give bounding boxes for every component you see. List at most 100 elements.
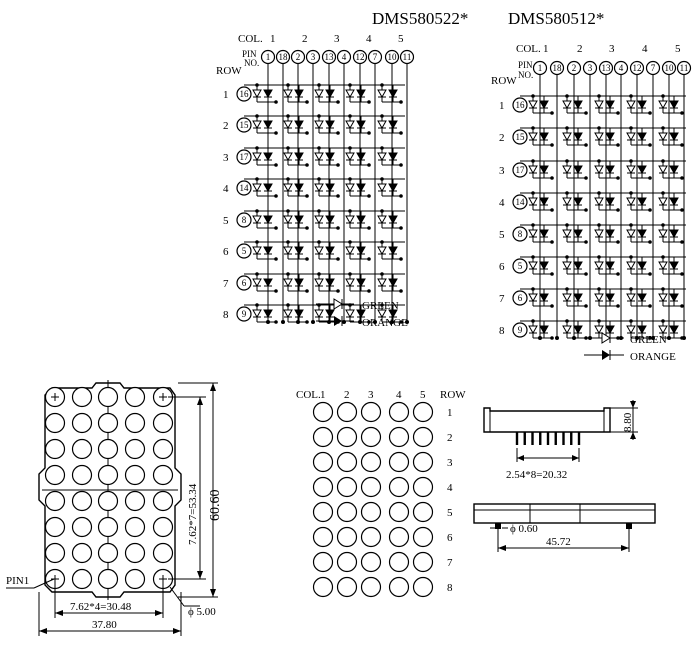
col-pitch-dimension: 7.62*4=30.48: [70, 601, 132, 613]
orange-led-diode: [539, 165, 549, 175]
green-led-diode: [528, 229, 538, 239]
orange-led-diode: [637, 165, 647, 175]
front-led: [152, 542, 174, 564]
orange-led-diode: [388, 246, 398, 256]
col-number: 3: [334, 33, 340, 45]
orange-led-diode: [388, 183, 398, 193]
junction-dot: [367, 289, 371, 293]
orange-led-diode: [605, 165, 615, 175]
model-left-title: DMS580522*: [372, 9, 468, 28]
side-pin: [570, 432, 573, 445]
front-led: [97, 516, 119, 538]
junction-dot: [399, 163, 403, 167]
pin-label: PIN: [518, 60, 533, 70]
schematic-right: COL. 1 2 3 4 5 PIN NO. ROW 1 18 2 3 13 4…: [491, 43, 692, 363]
model-right-title: DMS580512*: [508, 9, 604, 28]
row-pin-number: 9: [518, 325, 523, 335]
front-led: [124, 542, 146, 564]
green-led-diode: [626, 132, 636, 142]
row-number: 3: [447, 457, 453, 469]
junction-dot: [597, 126, 601, 130]
row-number: 3: [499, 165, 505, 177]
diameter-callout: ϕ 5.00: [188, 606, 216, 618]
green-led-diode: [658, 261, 668, 271]
junction-dot: [648, 272, 652, 276]
junction-dot: [531, 223, 535, 227]
green-led-diode: [377, 120, 387, 130]
green-led-diode: [594, 229, 604, 239]
orange-led-diode: [388, 89, 398, 99]
green-led-diode: [377, 89, 387, 99]
green-led-diode: [377, 278, 387, 288]
green-led-diode: [626, 325, 636, 335]
front-led: [44, 412, 66, 434]
green-led-diode: [528, 132, 538, 142]
width-dimension: 37.80: [92, 619, 117, 631]
green-led-diode: [314, 215, 324, 225]
green-led-diode: [528, 165, 538, 175]
bus-node: [555, 336, 559, 340]
green-led-diode: [252, 246, 262, 256]
map-led: [312, 476, 334, 498]
col-number: 4: [396, 389, 402, 401]
orange-led-diode: [356, 120, 366, 130]
junction-dot: [648, 143, 652, 147]
junction-dot: [584, 143, 588, 147]
junction-dot: [565, 94, 569, 98]
map-led: [388, 526, 410, 548]
junction-dot: [616, 143, 620, 147]
front-led: [124, 438, 146, 460]
junction-dot: [286, 114, 290, 118]
row-number: 2: [223, 120, 229, 132]
junction-dot: [274, 163, 278, 167]
junction-dot: [550, 143, 554, 147]
front-led: [71, 464, 93, 486]
row-number: 5: [223, 215, 229, 227]
row-label: ROW: [440, 389, 466, 401]
orange-led-diode: [325, 120, 335, 130]
junction-dot: [550, 240, 554, 244]
orange-led-diode: [388, 152, 398, 162]
green-led-diode: [314, 152, 324, 162]
green-led-diode: [377, 215, 387, 225]
junction-dot: [286, 83, 290, 87]
bus-node: [311, 320, 315, 324]
junction-dot: [629, 159, 633, 163]
schematic-left: COL. 1 2 3 4 5 PIN NO. ROW 1 18 2 3 13 4…: [216, 33, 415, 329]
junction-dot: [317, 209, 321, 213]
junction-dot: [661, 287, 665, 291]
side-pin: [523, 432, 526, 445]
col-number: 4: [366, 33, 372, 45]
junction-dot: [348, 209, 352, 213]
row-number: 5: [499, 229, 505, 241]
orange-led-diode: [388, 120, 398, 130]
pin1-label: PIN1: [6, 575, 29, 587]
green-led-diode: [314, 309, 324, 319]
green-led-diode: [314, 120, 324, 130]
column-pin-number: 1: [266, 52, 271, 62]
orange-led-diode: [325, 89, 335, 99]
front-led: [44, 542, 66, 564]
junction-dot: [255, 303, 259, 307]
green-led-diode: [345, 215, 355, 225]
orange-led-diode: [263, 246, 273, 256]
orange-led-diode: [669, 229, 679, 239]
green-led-diode: [345, 89, 355, 99]
junction-dot: [367, 320, 371, 324]
junction-dot: [255, 83, 259, 87]
junction-dot: [680, 240, 684, 244]
junction-dot: [531, 126, 535, 130]
row-pin-number: 16: [516, 100, 526, 110]
row-labels: 1 2 3 4 5 6 7 8 16 15 17 14 8 5 6 9: [499, 97, 528, 338]
map-led: [412, 501, 434, 523]
orange-led-diode: [294, 278, 304, 288]
map-led: [360, 551, 382, 573]
orange-led-diode: [325, 183, 335, 193]
junction-dot: [274, 320, 278, 324]
front-led-grid: [44, 386, 174, 590]
orange-led-diode: [294, 215, 304, 225]
junction-dot: [550, 336, 554, 340]
row-pin-number: 15: [516, 132, 526, 142]
orange-led-diode: [356, 246, 366, 256]
front-led: [44, 516, 66, 538]
